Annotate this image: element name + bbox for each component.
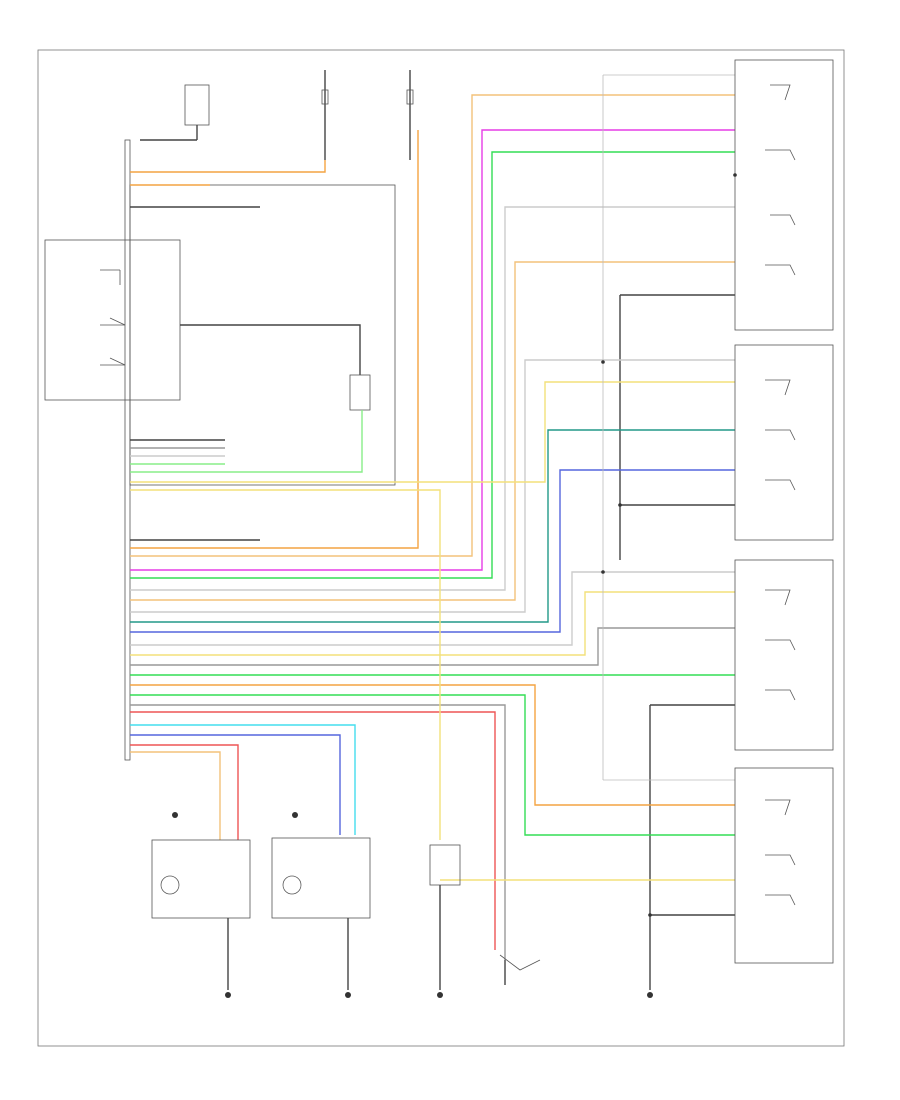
right-rear-door-lock-assembly	[734, 767, 834, 964]
switch-1	[100, 269, 121, 285]
orange-wire	[130, 130, 419, 549]
pink-wire	[130, 129, 735, 571]
ltgreen-wire	[130, 410, 363, 473]
relay	[349, 374, 371, 411]
blue-wire	[130, 469, 735, 633]
gray-wire	[130, 704, 506, 960]
right-passenger-door-lock-assembly	[734, 559, 834, 751]
yellow-wire	[130, 489, 441, 840]
driver-door-lock-switch	[151, 839, 251, 990]
driver-door-lock-assembly	[734, 59, 834, 331]
ground-icon	[225, 992, 231, 998]
left-rear-door-lock-assembly	[734, 344, 834, 541]
ground-icon	[437, 992, 443, 998]
white-wire	[130, 206, 735, 591]
fuse-2	[406, 70, 414, 160]
fuse-1	[321, 70, 329, 160]
passenger-door-lock-switch	[271, 837, 371, 990]
diagram-frame	[37, 49, 845, 1047]
instrument-cluster-box	[129, 184, 396, 486]
body-control-module-connector	[124, 139, 131, 761]
rear-compartment-lid-release	[499, 954, 541, 971]
tan-wire	[130, 261, 735, 601]
tan-wire	[130, 381, 735, 483]
orange-wire	[130, 684, 735, 806]
tan-wire	[130, 94, 735, 557]
switch-group-box	[44, 239, 181, 401]
green-wire	[130, 694, 735, 836]
wire	[180, 324, 361, 375]
splice-points	[601, 173, 737, 917]
gray-wire	[130, 627, 735, 666]
trunk-switch	[429, 844, 461, 990]
tan-wire	[130, 751, 221, 840]
white-wire	[130, 571, 735, 646]
orange-wire	[130, 160, 326, 173]
yellow-wire	[130, 591, 735, 656]
bcm-stub-wires	[130, 184, 260, 541]
switch-3	[100, 357, 126, 366]
ground-icon	[292, 812, 298, 818]
switch-2	[100, 317, 126, 326]
ground-icon	[345, 992, 351, 998]
ground-icon	[172, 812, 178, 818]
blue-wire	[130, 734, 341, 835]
cyan-wire	[130, 724, 356, 835]
white-wire	[130, 359, 735, 613]
teal-wire	[130, 429, 735, 623]
red-wire	[130, 744, 239, 840]
top-connector	[184, 84, 210, 126]
ground-icon	[647, 992, 653, 998]
green-wire	[130, 151, 735, 579]
red-wire	[130, 711, 496, 950]
